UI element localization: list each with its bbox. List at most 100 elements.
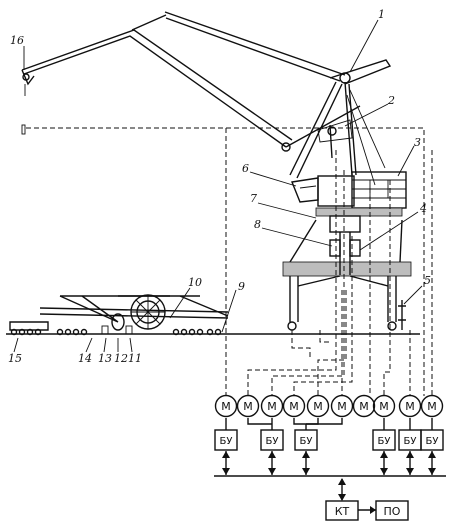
callout-16: 16 xyxy=(10,34,24,47)
control-unit-label: БУ xyxy=(378,436,391,447)
slew-motor-left xyxy=(329,239,341,257)
callout-4: 4 xyxy=(419,202,427,215)
motor-label: М xyxy=(267,400,277,413)
motor-6 xyxy=(330,394,354,418)
boom-head-sheave xyxy=(22,73,30,81)
callout-5: 5 xyxy=(424,274,431,287)
hoist-sheave xyxy=(327,126,337,136)
mast xyxy=(289,81,386,186)
operator-panel-box xyxy=(375,500,409,521)
motor-label: М xyxy=(337,400,347,413)
arrow-down xyxy=(428,468,436,475)
motor-label: М xyxy=(379,400,389,413)
hook-marker xyxy=(21,124,26,135)
callout-15: 15 xyxy=(8,352,22,365)
house-body xyxy=(351,171,407,209)
control-unit-label: БУ xyxy=(300,436,313,447)
mast-left-leg xyxy=(289,81,337,176)
ground-carriage xyxy=(9,294,229,336)
trunk-lower xyxy=(165,17,341,82)
arrow-up xyxy=(380,451,388,458)
slew-motor-right xyxy=(349,239,361,257)
trunk-link xyxy=(131,14,167,31)
arrow-up xyxy=(406,451,414,458)
boom-lower-chord xyxy=(21,29,293,141)
motor-1 xyxy=(214,394,238,418)
control-unit-6 xyxy=(420,429,444,451)
motor-7 xyxy=(352,394,376,418)
hoist-axis xyxy=(329,124,333,159)
carriage-beam xyxy=(39,307,229,313)
arrow-up xyxy=(428,451,436,458)
callout-14: 14 xyxy=(78,352,92,365)
portal-left-brace xyxy=(289,219,317,263)
carriage-wheels xyxy=(10,328,222,336)
motor-9 xyxy=(398,394,422,418)
bus-arrows xyxy=(222,451,436,475)
mast-right-leg-inner xyxy=(348,83,357,176)
motor-unit-links xyxy=(225,418,433,430)
arrow-down xyxy=(406,468,414,475)
rail-clamp xyxy=(398,300,406,330)
callout-10: 10 xyxy=(188,276,202,289)
motor-label: М xyxy=(427,400,437,413)
arrow-down xyxy=(380,468,388,475)
motor-label: М xyxy=(405,400,415,413)
control-unit-2 xyxy=(260,429,284,451)
rope-2 xyxy=(346,94,376,186)
motor-5 xyxy=(306,394,330,418)
arrow-up xyxy=(222,451,230,458)
motor-8 xyxy=(372,394,396,418)
control-unit-3 xyxy=(294,429,318,451)
callout-13: 13 xyxy=(98,352,112,365)
hoist-block xyxy=(317,119,353,143)
callout-1: 1 xyxy=(378,8,385,21)
arrow-down xyxy=(268,468,276,475)
callout-7: 7 xyxy=(250,192,257,205)
portal-right-brace xyxy=(399,219,403,263)
operator-cabin xyxy=(291,177,319,203)
arrow-down xyxy=(222,468,230,475)
arrow-up xyxy=(268,451,276,458)
motor-label: М xyxy=(221,400,231,413)
slewing-ring xyxy=(329,215,361,233)
arrow-up xyxy=(302,451,310,458)
boom-upper-chord xyxy=(23,35,287,148)
portal-right-leg xyxy=(387,276,397,322)
motor-label: М xyxy=(243,400,253,413)
arrow-down xyxy=(302,468,310,475)
mast-left-leg-inner xyxy=(296,83,343,179)
control-unit-1 xyxy=(214,429,238,451)
callout-6: 6 xyxy=(242,162,249,175)
portal xyxy=(282,219,412,331)
control-unit-label: БУ xyxy=(426,436,439,447)
control-unit-4 xyxy=(372,429,396,451)
motor-2 xyxy=(236,394,260,418)
motor-label: М xyxy=(359,400,369,413)
control-unit-label: БУ xyxy=(266,436,279,447)
boom-hinge xyxy=(281,142,291,152)
trunk-upper xyxy=(164,11,346,76)
motor-10 xyxy=(420,394,444,418)
motor-label: М xyxy=(289,400,299,413)
callout-3: 3 xyxy=(414,136,421,149)
control-unit-label: БУ xyxy=(404,436,417,447)
boom-system xyxy=(21,11,392,152)
rope-1 xyxy=(349,89,386,169)
callout-2: 2 xyxy=(387,94,395,107)
left-bogie xyxy=(287,321,297,331)
callout-8: 8 xyxy=(254,218,261,231)
callout-9: 9 xyxy=(238,280,245,293)
callout-labels: 1 2 3 4 5 6 7 8 9 10 11 12 13 14 15 16 xyxy=(8,8,431,365)
right-bogie xyxy=(387,321,397,331)
hook-block xyxy=(111,313,125,331)
motor-4 xyxy=(282,394,306,418)
callout-12: 12 xyxy=(114,352,128,365)
callout-11: 11 xyxy=(128,352,142,365)
turntable xyxy=(315,207,403,217)
leader-lines xyxy=(13,19,423,353)
